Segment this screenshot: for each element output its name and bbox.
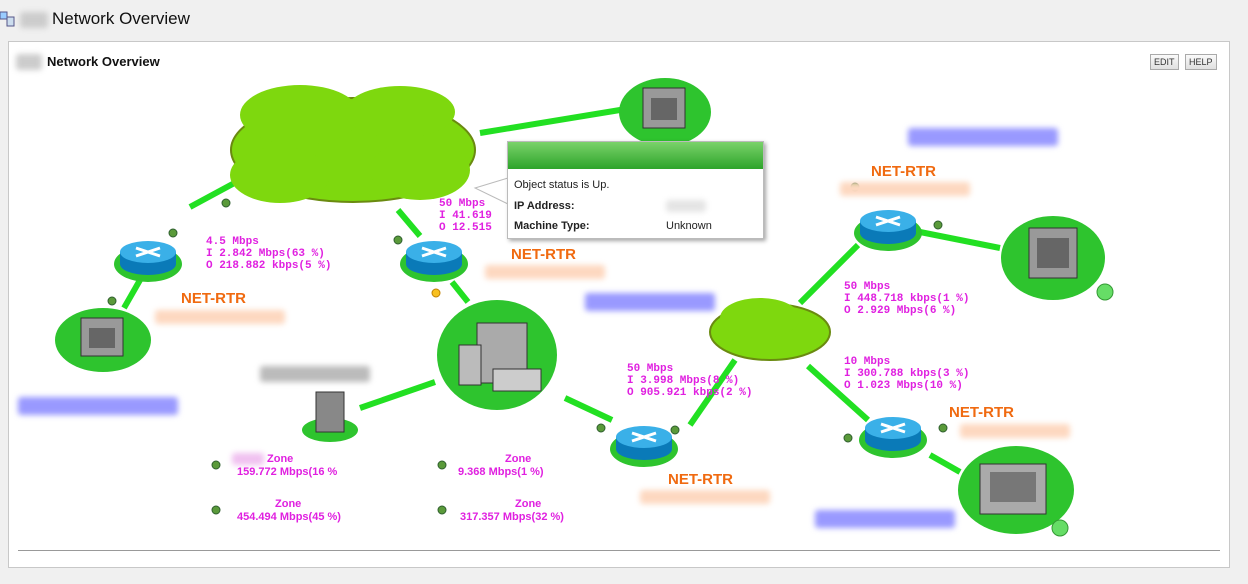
server-icon — [302, 391, 358, 442]
datacenter-building-icon — [437, 300, 557, 410]
redacted-ip — [666, 200, 706, 212]
router-icon — [610, 426, 678, 467]
tooltip-header — [508, 142, 763, 169]
redacted-label — [232, 453, 264, 465]
router-label[interactable]: NET-RTR — [871, 163, 936, 180]
building-icon — [619, 78, 711, 146]
status-dot-icon — [670, 425, 680, 435]
status-dot-icon — [933, 220, 943, 230]
link-line — [687, 358, 738, 427]
redacted-label — [485, 265, 605, 279]
status-dot-warning-icon — [431, 288, 441, 298]
router-label[interactable]: NET-RTR — [668, 471, 733, 488]
status-dot-icon — [938, 423, 948, 433]
router-label[interactable]: NET-RTR — [511, 246, 576, 263]
page-title: Network Overview — [52, 9, 190, 28]
link-line — [121, 278, 143, 310]
links — [121, 107, 1001, 475]
router-label[interactable]: NET-RTR — [949, 404, 1014, 421]
tooltip-type-label: Machine Type: — [514, 220, 590, 232]
header-icon — [0, 11, 15, 27]
status-dot-icon — [107, 296, 117, 306]
link-line — [919, 229, 1001, 251]
link-line — [188, 177, 242, 210]
status-dot-icon — [596, 423, 606, 433]
link-line — [359, 379, 436, 411]
router-label[interactable]: NET-RTR — [181, 290, 246, 307]
link-line — [563, 395, 614, 423]
link-line — [928, 452, 962, 475]
object-tooltip: Object status is Up. IP Address: Machine… — [507, 141, 764, 239]
redacted-label — [585, 293, 715, 311]
building-icon — [958, 446, 1074, 537]
link-line — [805, 363, 871, 423]
router-icon — [400, 241, 468, 282]
wan-cloud-icon — [709, 298, 831, 361]
building-icon — [55, 308, 151, 372]
status-dot-icon — [211, 460, 221, 470]
status-dot-icon — [168, 228, 178, 238]
status-dot-icon — [437, 505, 447, 515]
status-dot-icon — [843, 433, 853, 443]
help-button[interactable]: HELP — [1185, 54, 1217, 70]
redacted-label — [840, 182, 970, 196]
status-dot-icon — [211, 505, 221, 515]
redacted-label — [18, 397, 178, 415]
tooltip-ip-label: IP Address: — [514, 200, 575, 212]
link-line — [449, 280, 471, 304]
link-line — [395, 208, 423, 238]
redacted-label — [815, 510, 955, 528]
redacted-label — [260, 366, 370, 382]
redacted-label — [908, 128, 1058, 146]
status-dot-icon — [393, 235, 403, 245]
redacted-label — [960, 424, 1070, 438]
router-icon — [859, 417, 927, 458]
internet-cloud-icon — [230, 85, 476, 203]
router-icon — [854, 210, 922, 251]
status-dot-icon — [221, 198, 231, 208]
panel-title: Network Overview — [47, 54, 160, 69]
tooltip-pointer — [473, 177, 509, 205]
status-dot-icon — [437, 460, 447, 470]
header-blurred-prefix — [20, 12, 48, 28]
divider — [18, 550, 1220, 551]
redacted-label — [155, 310, 285, 324]
link-line — [479, 107, 621, 136]
tooltip-status: Object status is Up. — [514, 179, 610, 191]
tooltip-type-value: Unknown — [666, 220, 712, 232]
router-icon — [114, 241, 182, 282]
building-icon — [1001, 216, 1114, 301]
redacted-label — [640, 490, 770, 504]
edit-button[interactable]: EDIT — [1150, 54, 1179, 70]
panel-blurred-icon — [16, 54, 42, 70]
link-line — [797, 242, 861, 306]
